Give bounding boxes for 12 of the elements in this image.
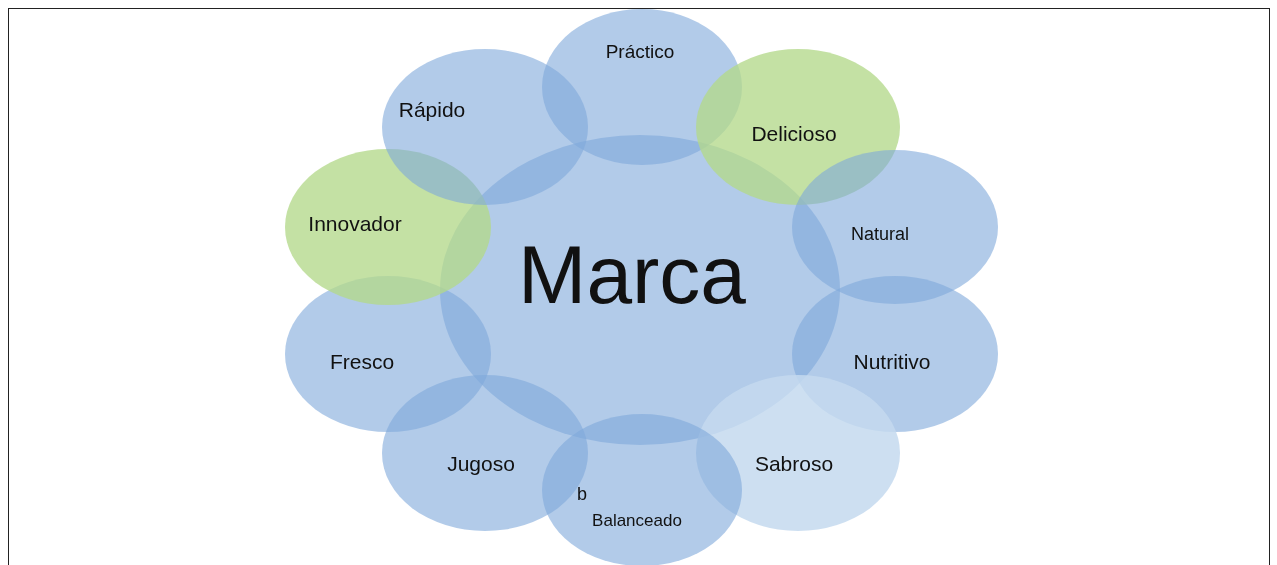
node-label: Innovador (308, 212, 402, 234)
node-label: Práctico (605, 41, 675, 61)
node-label: Nutritivo (853, 350, 931, 372)
node-label: Fresco (329, 350, 395, 372)
node-label: Jugoso (447, 452, 515, 474)
node-label: Sabroso (754, 452, 834, 474)
node-label: b (577, 485, 587, 503)
node-label: Rápido (398, 98, 466, 120)
node-label: Natural (851, 225, 909, 243)
node-label: Delicioso (751, 122, 837, 144)
node-label: Balanceado (592, 511, 682, 529)
central-label: Marca (518, 234, 746, 316)
